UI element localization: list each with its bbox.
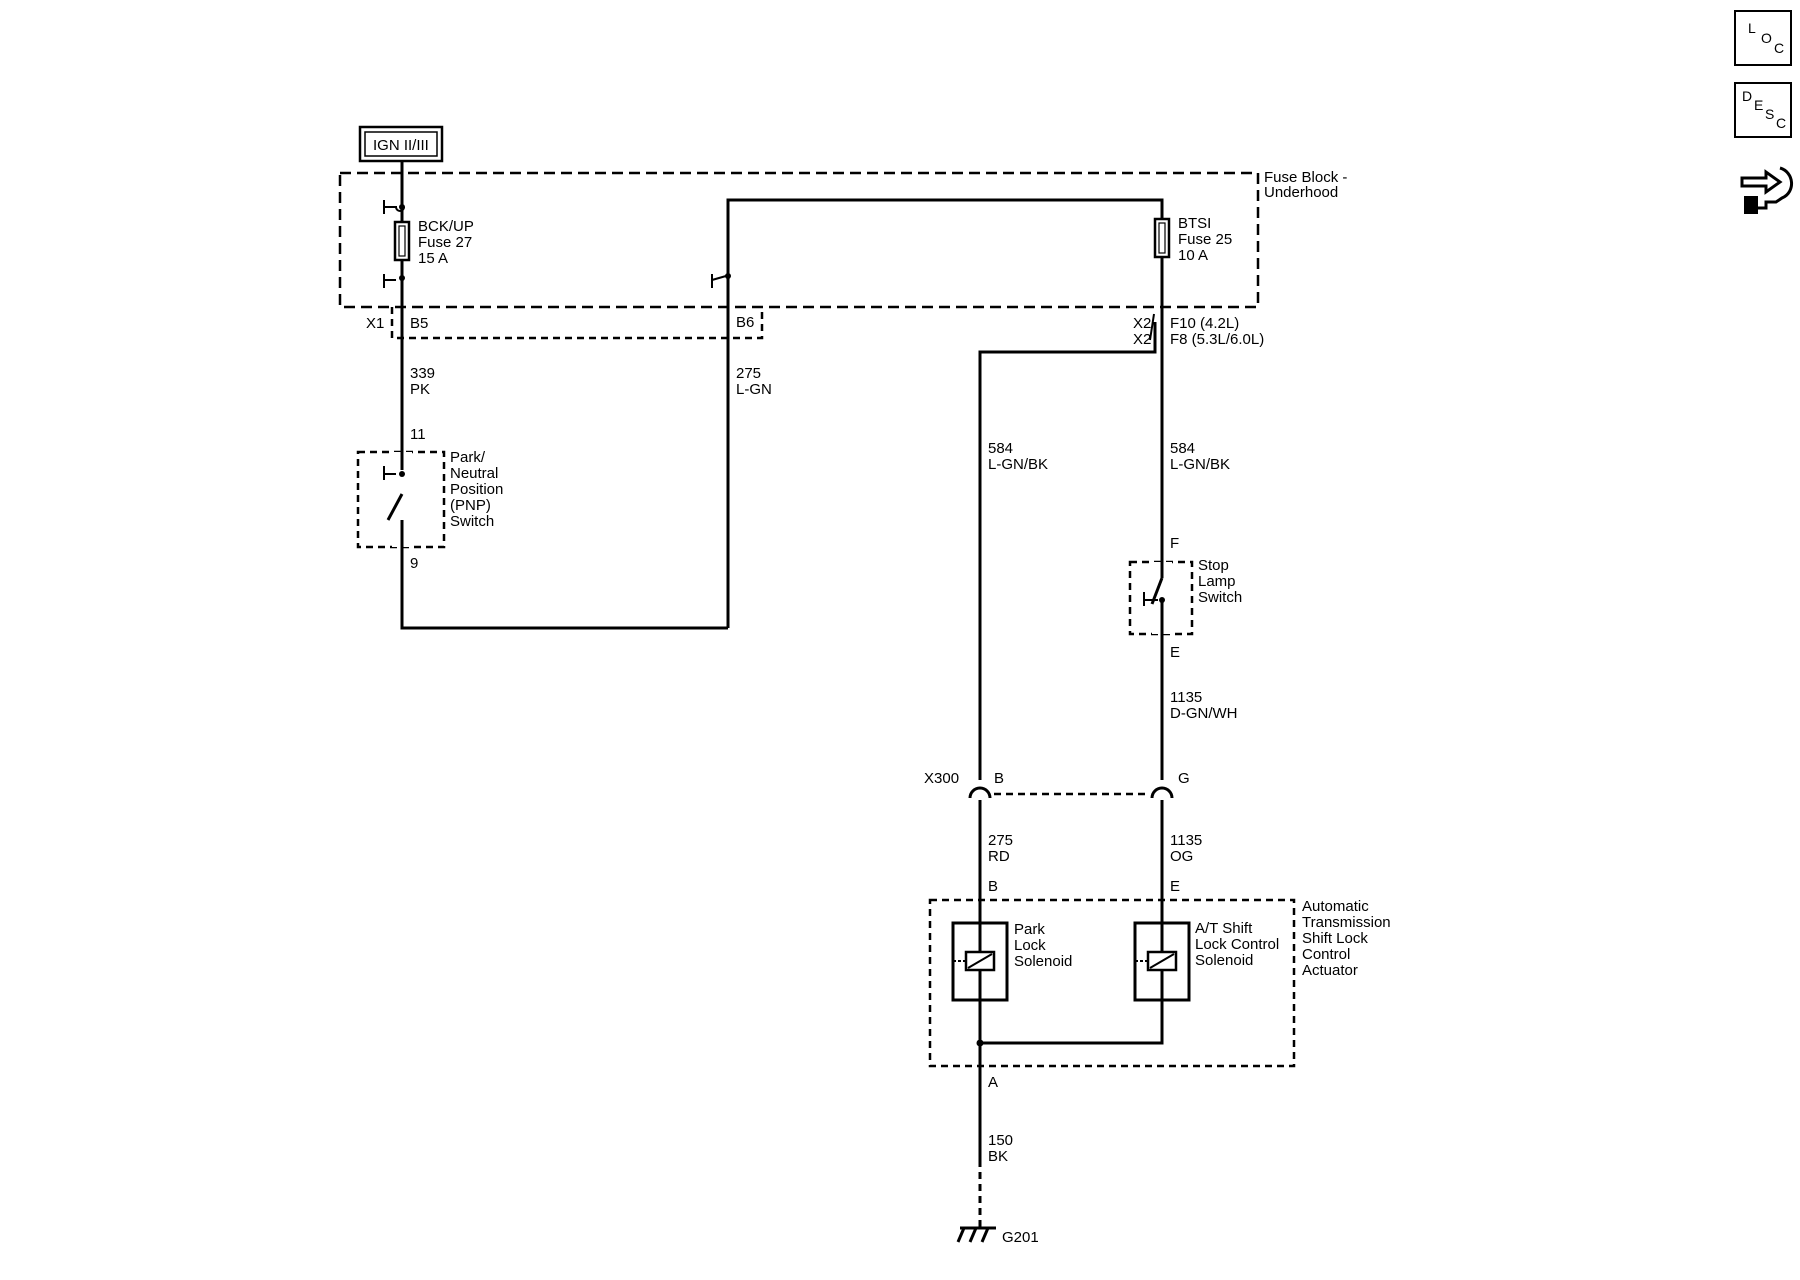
stop-lamp-label-3: Switch xyxy=(1198,589,1242,606)
fuse27-name: BCK/UP xyxy=(418,218,474,235)
connector-x300: X300 xyxy=(924,770,959,787)
fuse-block-label-2: Underhood xyxy=(1264,184,1338,201)
desc-e: E xyxy=(1754,97,1764,113)
actuator-label-5: Actuator xyxy=(1302,962,1358,979)
wire-584-branch xyxy=(978,322,1157,780)
desc-c: C xyxy=(1776,115,1787,131)
wire-1135a-number: 1135 xyxy=(1170,689,1202,706)
desc-s: S xyxy=(1765,106,1775,122)
at-shift-lock-solenoid xyxy=(1133,900,1191,1002)
wire-584b-color: L-GN/BK xyxy=(1170,456,1230,473)
ground-label: G201 xyxy=(1002,1229,1039,1246)
actuator-label-2: Transmission xyxy=(1302,914,1391,931)
fuse-block-outline xyxy=(338,171,1260,309)
pnp-label-2: Neutral xyxy=(450,465,498,482)
wire-fuseblock-bus xyxy=(726,198,1164,276)
wire-150-color: BK xyxy=(988,1148,1008,1165)
stop-lamp-pin-e: E xyxy=(1170,644,1180,661)
x1-connector-outline xyxy=(390,307,764,340)
pnp-label-5: Switch xyxy=(450,513,494,530)
connector-f8: F8 (5.3L/6.0L) xyxy=(1170,331,1264,348)
park-lock-label-2: Lock xyxy=(1014,937,1046,954)
schematic-connector-icon[interactable] xyxy=(1736,158,1798,220)
connector-x1: X1 xyxy=(366,315,384,332)
connector-b5: B5 xyxy=(410,315,428,332)
wire-275a-number: 275 xyxy=(736,365,761,382)
pnp-label-4: (PNP) xyxy=(450,497,491,514)
connector-b6: B6 xyxy=(736,314,754,331)
at-shift-label-2: Lock Control xyxy=(1195,936,1279,953)
fuse25-rating: 10 A xyxy=(1178,247,1208,264)
loc-c: C xyxy=(1774,40,1785,56)
wire-1135a-color: D-GN/WH xyxy=(1170,705,1238,722)
wire-150-number: 150 xyxy=(988,1132,1013,1149)
connector-f10: F10 (4.2L) xyxy=(1170,315,1239,332)
wire-339-color: PK xyxy=(410,381,430,398)
wire-339-number: 339 xyxy=(410,365,435,382)
fuse25-name: BTSI xyxy=(1178,215,1211,232)
x300-connector-symbol xyxy=(968,786,1174,799)
actuator-outline xyxy=(928,898,1296,1068)
wire-pnp-return xyxy=(400,547,728,630)
wire-584b-number: 584 xyxy=(1170,440,1195,457)
actuator-pin-a: A xyxy=(988,1074,998,1091)
stop-lamp-label-1: Stop xyxy=(1198,557,1229,574)
stop-lamp-pin-f: F xyxy=(1170,535,1179,552)
wire-584a-color: L-GN/BK xyxy=(988,456,1048,473)
actuator-pin-e: E xyxy=(1170,878,1180,895)
wire-584a-number: 584 xyxy=(988,440,1013,457)
park-lock-solenoid xyxy=(951,900,1009,1002)
pnp-pin-9: 9 xyxy=(410,555,418,572)
pnp-pin-11: 11 xyxy=(410,426,426,443)
connector-x2-a: X2 xyxy=(1133,315,1151,332)
ground-symbol xyxy=(956,1226,996,1243)
wire-275b-number: 275 xyxy=(988,832,1013,849)
at-shift-label-3: Solenoid xyxy=(1195,952,1253,969)
actuator-label-4: Control xyxy=(1302,946,1350,963)
actuator-pin-b: B xyxy=(988,878,998,895)
loc-l: L xyxy=(1748,20,1756,36)
power-source-text: IGN II/III xyxy=(373,137,429,154)
fuse-27 xyxy=(393,220,411,262)
fuse27-connector-bottom xyxy=(383,274,405,288)
park-lock-label-3: Solenoid xyxy=(1014,953,1072,970)
wire-275a-color: L-GN xyxy=(736,381,772,398)
fuse-block-label-1: Fuse Block - xyxy=(1264,169,1347,186)
loc-o: O xyxy=(1761,30,1772,46)
at-shift-label-1: A/T Shift xyxy=(1195,920,1253,937)
desc-d: D xyxy=(1742,88,1753,104)
actuator-label-1: Automatic xyxy=(1302,898,1369,915)
description-button[interactable]: D E S C xyxy=(1734,82,1792,138)
pnp-label-1: Park/ xyxy=(450,449,486,466)
fuse27-number: Fuse 27 xyxy=(418,234,472,251)
stop-lamp-label-2: Lamp xyxy=(1198,573,1236,590)
pnp-label-3: Position xyxy=(450,481,503,498)
fuse27-connector-top xyxy=(383,200,405,214)
fuse-25 xyxy=(1153,217,1171,259)
wire-solenoid-common xyxy=(980,1000,1164,1045)
pnp-switch-symbol xyxy=(383,452,412,547)
connector-x300-g: G xyxy=(1178,770,1190,787)
wire-1135b-number: 1135 xyxy=(1170,832,1202,849)
park-lock-label-1: Park xyxy=(1014,921,1045,938)
wire-275b-color: RD xyxy=(988,848,1010,865)
actuator-label-3: Shift Lock xyxy=(1302,930,1368,947)
connector-x2-b: X2 xyxy=(1133,331,1151,348)
wire-1135b-color: OG xyxy=(1170,848,1193,865)
location-button[interactable]: L O C xyxy=(1734,10,1792,66)
fuse25-number: Fuse 25 xyxy=(1178,231,1232,248)
stop-lamp-switch-symbol xyxy=(1143,560,1172,634)
fuse27-rating: 15 A xyxy=(418,250,448,267)
connector-x300-b: B xyxy=(994,770,1004,787)
power-source-label: IGN II/III xyxy=(358,125,444,163)
